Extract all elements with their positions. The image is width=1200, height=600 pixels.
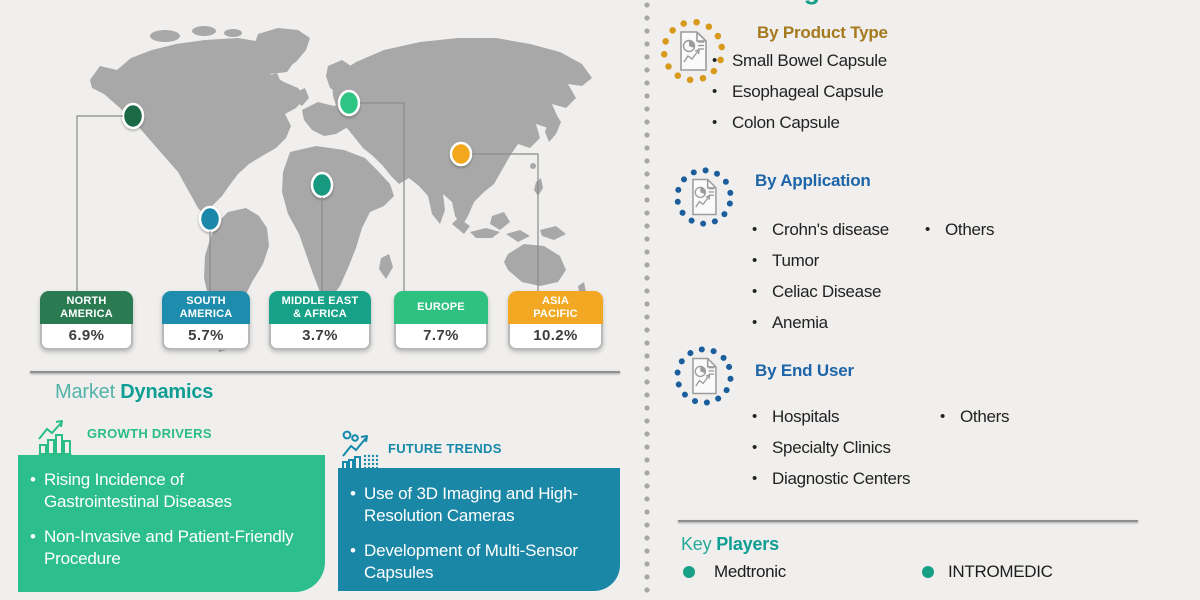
future-trends-label: FUTURE TRENDS [388, 441, 502, 456]
end-user-report-icon [674, 346, 734, 406]
future-trends-icon [342, 430, 379, 471]
application-list-col1: Crohn's disease Tumor Celiac Disease Ane… [752, 219, 889, 343]
growth-driver-item: Non-Invasive and Patient-Friendly Proced… [30, 526, 299, 570]
application-list-col2: Others [925, 219, 995, 250]
marker-asia-pacific [449, 141, 473, 167]
region-name-line1: EUROPE [417, 301, 465, 313]
heading-part2: Dynamics [120, 381, 214, 403]
list-item: Diagnostic Centers [752, 468, 911, 490]
marker-middle-east-africa [310, 171, 334, 199]
marker-europe [337, 89, 361, 117]
future-trends-box: Use of 3D Imaging and High-Resolution Ca… [338, 468, 620, 591]
region-value: 5.7% [162, 324, 250, 350]
region-name-line1: MIDDLE EAST [281, 294, 359, 307]
product-type-heading: By Product Type [757, 23, 888, 42]
market-dynamics-heading: Market Dynamics [55, 381, 213, 404]
region-name-line2: & AFRICA [293, 307, 347, 320]
key-player-name: INTROMEDIC [948, 562, 1053, 581]
region-name-line2: AMERICA [179, 307, 233, 320]
list-item: Others [940, 406, 1010, 428]
list-item: Celiac Disease [752, 281, 889, 303]
list-item: Tumor [752, 250, 889, 272]
region-card-north-america: NORTH AMERICA 6.9% [40, 291, 133, 350]
region-value: 7.7% [394, 324, 488, 350]
title-part1: Market [676, 0, 771, 5]
region-name-line2: AMERICA [60, 307, 113, 320]
list-item: Specialty Clinics [752, 437, 910, 459]
key-player-name: Medtronic [714, 562, 786, 581]
end-user-list-col2: Others [940, 406, 1010, 437]
growth-drivers-label: GROWTH DRIVERS [87, 426, 212, 441]
heading-part1: Market [55, 381, 121, 403]
region-name-line1: NORTH [66, 294, 107, 307]
growth-drivers-icon [38, 420, 72, 457]
growth-drivers-box: Rising Incidence of Gastrointestinal Dis… [18, 455, 325, 592]
region-name-line2: PACIFIC [533, 307, 578, 320]
key-players-heading: Key Players [681, 534, 779, 555]
application-heading: By Application [755, 171, 871, 190]
region-value: 10.2% [508, 324, 603, 350]
region-value: 3.7% [269, 324, 371, 350]
future-trend-item: Use of 3D Imaging and High-Resolution Ca… [350, 483, 596, 527]
region-name: MIDDLE EAST & AFRICA [269, 291, 371, 324]
heading-part1: Key [681, 534, 717, 554]
region-card-south-america: SOUTH AMERICA 5.7% [162, 291, 250, 350]
market-dynamics-divider [30, 371, 620, 373]
future-trend-item: Development of Multi-Sensor Capsules [350, 540, 596, 584]
list-item: Small Bowel Capsule [712, 50, 887, 72]
key-player-bullet-icon [922, 566, 934, 578]
marker-north-america [121, 102, 145, 130]
key-player-bullet-icon [683, 566, 695, 578]
region-card-europe: EUROPE 7.7% [394, 291, 488, 350]
list-item: Esophageal Capsule [712, 81, 887, 103]
list-item: Anemia [752, 312, 889, 334]
vertical-dotted-divider [644, 2, 650, 600]
region-name-line1: SOUTH [186, 294, 226, 307]
application-report-icon [674, 167, 734, 227]
end-user-list-col1: Hospitals Specialty Clinics Diagnostic C… [752, 406, 911, 499]
region-name: ASIA PACIFIC [508, 291, 603, 324]
list-item: Colon Capsule [712, 112, 887, 134]
region-card-asia-pacific: ASIA PACIFIC 10.2% [508, 291, 603, 350]
list-item: Crohn's disease [752, 219, 889, 241]
region-name: EUROPE [394, 291, 488, 324]
region-name: NORTH AMERICA [40, 291, 133, 324]
heading-part2: Players [716, 534, 779, 554]
title-part2: Segmentation [771, 0, 950, 5]
region-name: SOUTH AMERICA [162, 291, 250, 324]
list-item: Others [925, 219, 995, 241]
region-name-line1: ASIA [541, 294, 570, 307]
growth-driver-item: Rising Incidence of Gastrointestinal Dis… [30, 469, 299, 513]
marker-south-america [198, 205, 222, 233]
market-segmentation-title: Market Segmentation [676, 0, 949, 6]
region-card-middle-east-africa: MIDDLE EAST & AFRICA 3.7% [269, 291, 371, 350]
key-players-divider [678, 520, 1138, 522]
product-type-list: Small Bowel Capsule Esophageal Capsule C… [712, 50, 887, 143]
region-value: 6.9% [40, 324, 133, 350]
product-type-report-icon [660, 18, 726, 84]
list-item: Hospitals [752, 406, 910, 428]
end-user-heading: By End User [755, 361, 854, 380]
